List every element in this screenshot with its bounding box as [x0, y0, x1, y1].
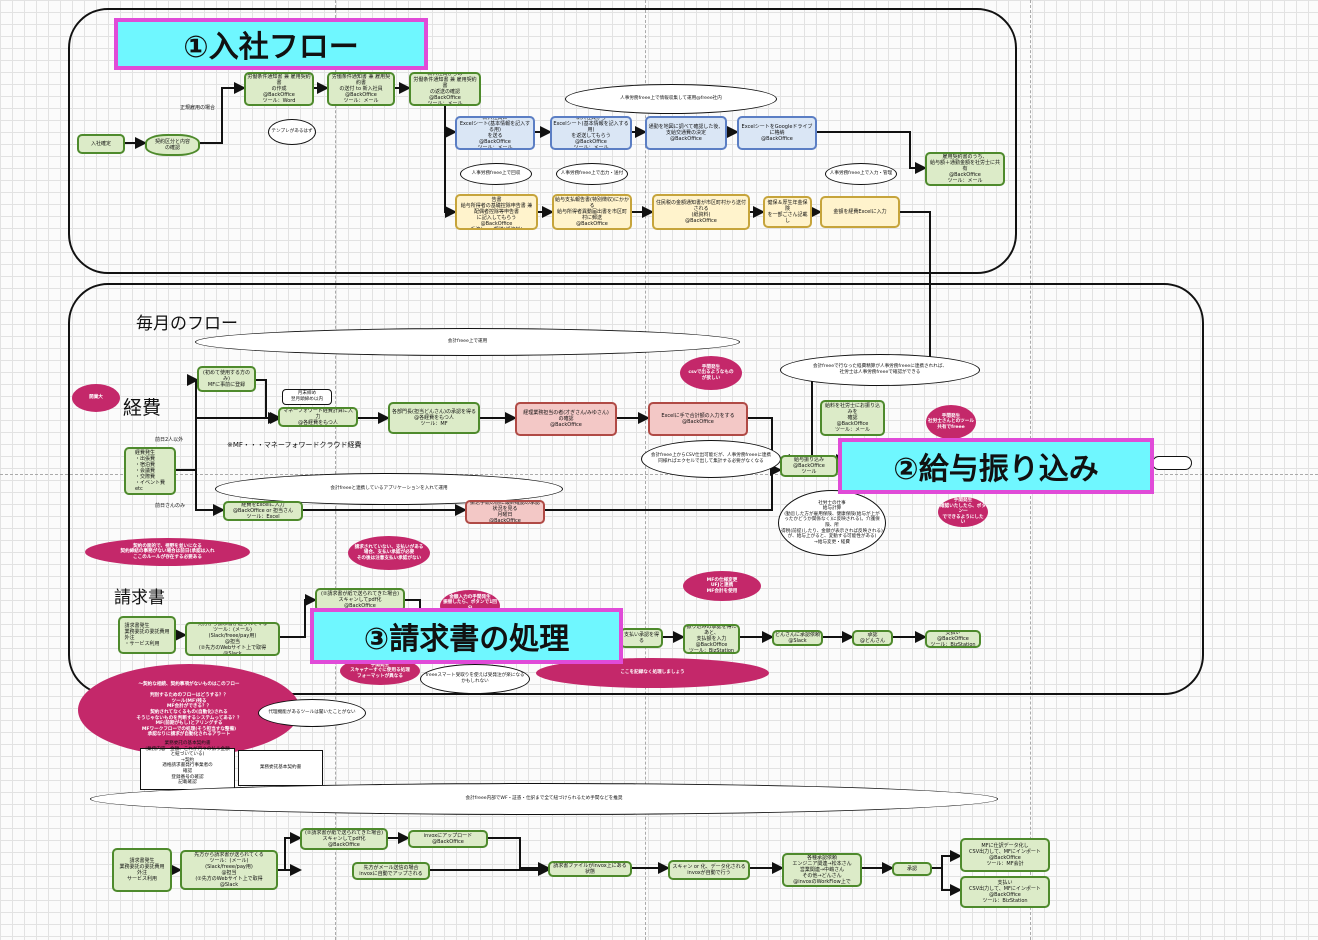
- note-bubble: 人事労務freee上で出力・送付: [556, 163, 628, 185]
- onboarding-group: [68, 8, 1017, 274]
- warning-bubble: MFの仕様変更 UFJと連携 MF会計を使用: [683, 571, 761, 601]
- flow-node[interactable]: 新入社員からの 労働条件通知書 兼 雇用契約書 の返送の確認 @BackOffi…: [409, 72, 481, 106]
- flow-node[interactable]: 支払い @BackOffice ツール：BizStation: [925, 630, 981, 648]
- warning-bubble: 手間発生 社労士さんとのツール 共有でfreee: [926, 405, 976, 439]
- flow-node[interactable]: 支払い承認を得る: [620, 628, 663, 648]
- flow-node[interactable]: 労働条件通知書 兼 雇用契約書 の送付 to 新入社員 @BackOffice …: [327, 72, 395, 106]
- warning-bubble: 手間発生 csvで出るようなもの が欲しい: [680, 356, 742, 390]
- note-box: 月末締め 翌月頭締め以内: [282, 389, 332, 405]
- note-bubble: 会計freee上で運用: [195, 328, 740, 356]
- flow-node[interactable]: スキャン or 化、データ化される invoxが自動で行う: [668, 860, 750, 880]
- flow-node[interactable]: 承認: [892, 862, 932, 876]
- flow-node[interactable]: ExcelシートをGoogleドライブ に格納 @BackOffice: [737, 116, 817, 150]
- warning-bubble: 手間発生 確認いたしたら、ボタン一 でできるようにした い: [938, 497, 988, 527]
- note-bubble: 人事労務freee上で回収: [460, 163, 532, 185]
- banner-payroll: ②給与振り込み: [838, 438, 1154, 494]
- banner-onboarding: ①入社フロー: [114, 18, 428, 70]
- note-bubble: テンプレがあるはず: [268, 119, 316, 145]
- flow-node[interactable]: 新入社員から Excelシート(基本情報を記入する用) を返送してもらう @Ba…: [550, 116, 632, 150]
- flow-node[interactable]: 経理業務担当の者(才ぎさん/みゆさん) の確認 @BackOffice: [515, 402, 617, 436]
- note-bubble: 人事労務freee上で情報収集して運用@freee社内: [565, 84, 777, 114]
- monthly-group: [68, 283, 1204, 695]
- flow-node[interactable]: (初めて使用する方のみ) MFに事前に登録: [197, 366, 256, 392]
- flow-node[interactable]: 住民税の金額通知書が市区町村から送付される (紙資料) @BackOffice: [652, 194, 750, 230]
- edge-label: 正規雇用の場合: [180, 105, 216, 111]
- warning-bubble: 請求されていない、支払いがある 場合、支払い承認が必要 その後は注意支払い承認が…: [348, 536, 430, 570]
- flow-node[interactable]: どんさんに承認依頼 @Slack: [772, 630, 823, 646]
- flow-node[interactable]: 承認 @どんさん: [852, 630, 893, 646]
- note-bubble: 社労士の仕事 給与計算 (勤怠した方が雇用保険、健康保険(給与が上が ったかどう…: [778, 490, 886, 556]
- banner-invoice: ③請求書の処理: [310, 608, 623, 664]
- note-bubble: 人事労務freee上で入力・管理: [825, 163, 897, 185]
- flow-node[interactable]: 振り込みの承認を得たあと、 支払額を入力 @BackOffice ツール：Biz…: [683, 624, 740, 654]
- abbrev-note: ※MF・・・マネーフォワードクラウド経費: [227, 441, 362, 449]
- flow-node[interactable]: (②請求書が紙で送られてきた場合) スキャンしてpdf化 @BackOffice: [300, 828, 388, 850]
- guide-line-horizontal: [0, 474, 1318, 475]
- flow-node[interactable]: 経費をExcelに入力 @BackOffice or 担当さん ツール：Exce…: [223, 501, 303, 521]
- note-box: 業務委託の基本契約書 (業務内容・金額、これが月々の払う金額 と紐づいている) …: [140, 741, 235, 796]
- flow-node[interactable]: 経費発生 ・出張費 ・宿泊費 ・会議費 ・交際費 ・イベント費 etc: [124, 447, 176, 495]
- flow-node[interactable]: 請求書発生 業務委託の委託費用 外注 ・サービス利用: [118, 616, 176, 654]
- section-title-invoices: 請求書: [114, 588, 165, 608]
- flow-node[interactable]: 各部門長(担当どんさん)の承認を得る @各経費をもつ人 ツール：MF: [388, 402, 480, 434]
- decision-node[interactable]: 契約区分と内容 の確認: [145, 134, 200, 156]
- section-title-monthly: 毎月のフロー: [136, 314, 238, 334]
- flow-node[interactable]: MFに仕訳データ化し CSV出力して、MFにインポート @BackOffice …: [960, 838, 1050, 872]
- flow-node[interactable]: 請求書発生 業務委託の委託費用 外注 サービス利用: [112, 848, 172, 892]
- flow-node[interactable]: 雇用契約書のうち、 給与額＋通勤金額を社労士に共有 @BackOffice ツー…: [925, 152, 1005, 186]
- flow-node[interactable]: 先方がメール送信の場合 invoxに自動でアップされる: [352, 862, 430, 880]
- section-title-expenses: 経費: [123, 397, 162, 419]
- flow-node[interactable]: 先方から請求書が送られてくる ツール：(メール) (Slack/freee/pa…: [180, 850, 278, 890]
- guide-line-vertical: [335, 0, 336, 940]
- flow-node[interactable]: 健保＆厚生年金保険 を一部ごさん記載 し: [763, 196, 812, 228]
- warning-bubble: 契約の面的で、視野を並いになる 契約締結の事務がない場合は前日(承認は入れ ここ…: [85, 538, 250, 566]
- flow-node[interactable]: 支払い CSV出力して、MFにインポート @BackOffice ツール：Biz…: [960, 876, 1050, 908]
- note-bubble: 会計freeeで行なった経費精算が人事労務freeeに連携されれば、 社労士は人…: [780, 354, 980, 386]
- note-bubble: 会計freee上からCSV仕出可能だが、人事労務freeeに連携 同様ればエクセ…: [641, 440, 781, 478]
- flow-node[interactable]: 給与振り込み @BackOffice ツール: [780, 455, 838, 477]
- flow-node[interactable]: 新入社員に Excelシート(基本情報を記入する用) を送る @BackOffi…: [455, 116, 535, 150]
- flow-node[interactable]: 給与支払報告書(特別徴収)にかかる 給与所得者異動届出書を市区町村に郵送 @Ba…: [552, 194, 632, 230]
- flow-node[interactable]: 請求書ファイルがinvox上にある状態: [548, 861, 632, 877]
- flow-node[interactable]: マネーフォワード経費計算に入力 @各経費をもつ人: [278, 407, 358, 427]
- warning-bubble: 開業大: [72, 384, 120, 412]
- note-bubble: 会計freee内部でWF・証憑・仕訳まで全て紐づけられるため手間などを推奨: [90, 783, 998, 815]
- note-bubble: freeeスマート受取りを使えば受発注が楽になる かもしれない: [420, 664, 530, 694]
- note-box: 業務委託基本契約書: [238, 750, 323, 786]
- guide-line-vertical: [645, 0, 646, 940]
- note-box: [1152, 456, 1192, 470]
- edge-label: 前日さんのみ: [155, 503, 186, 509]
- edge-label: 前日2人以外: [155, 437, 184, 443]
- flow-node[interactable]: 通勤を地図に調べて確認した後、 支給交通費の決定 @BackOffice: [645, 116, 727, 150]
- flow-node[interactable]: Excelに手で合計額の入力をする @BackOffice: [648, 402, 748, 436]
- flow-node[interactable]: 労働条件通知書 兼 雇用契約書 の作成 @BackOffice ツール：Word: [244, 72, 314, 106]
- flow-node[interactable]: 各種承認依頼 エンジニア関連→松本さん 営業関連→中嶋さん その他→どんさん @…: [782, 853, 862, 887]
- flow-node[interactable]: invoxにアップロード @BackOffice: [408, 830, 488, 848]
- flow-node[interactable]: 給与所得者の扶養控除等(異動)申告書 給与所得者の基礎控除申告書 兼 配偶者控除…: [455, 194, 538, 230]
- note-bubble: 代理機能があるツールは聞いたことがない: [258, 699, 366, 727]
- flow-node[interactable]: 金額を経費Excelに入力: [820, 196, 900, 228]
- flow-node[interactable]: 入社確定: [77, 134, 125, 154]
- flow-node[interactable]: 先方から請求書が送られてくる ツール：(メール) (Slack/freee/pa…: [185, 622, 280, 656]
- note-bubble: 会計freeeと連携しているアプリケーションを入れて運用: [215, 473, 563, 505]
- flow-node[interactable]: 給料を社労士にお振り込みを 確認 @BackOffice ツール：メール: [820, 400, 885, 436]
- flow-node[interactable]: 振込手続の前に最終確認の承認 状況を見る 月曜日 @BackOffice: [465, 500, 545, 524]
